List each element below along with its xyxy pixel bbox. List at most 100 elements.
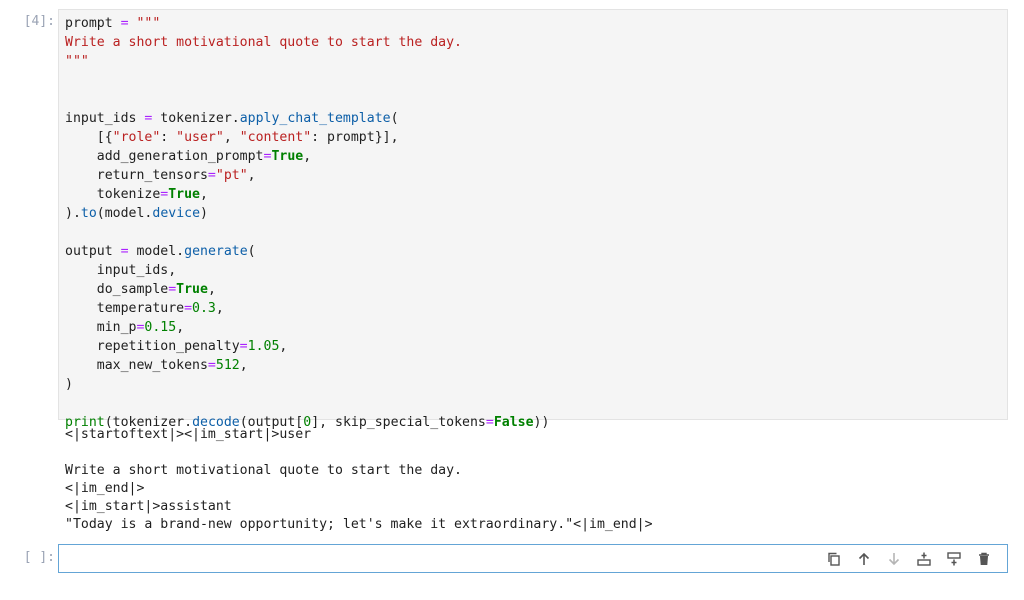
code-token: ) (200, 206, 208, 221)
code-token: [{ (65, 130, 113, 145)
code-line: min_p=0.15, (65, 318, 549, 337)
insert-below-icon (947, 552, 961, 566)
move-down-button[interactable] (879, 549, 909, 569)
code-token: print (65, 415, 105, 430)
code-token: decode (192, 415, 240, 430)
output-line (65, 444, 653, 462)
insert-below-button[interactable] (939, 549, 969, 569)
empty-code-cell[interactable]: [ ]: (0, 540, 1024, 580)
code-line: return_tensors="pt", (65, 166, 549, 185)
code-token: ) (65, 377, 73, 392)
code-token: = (160, 187, 169, 202)
code-token: device (152, 206, 201, 221)
delete-cell-button[interactable] (969, 549, 999, 569)
code-line: ).to(model.device) (65, 204, 549, 223)
code-line: ) (65, 375, 549, 394)
code-token: input_ids (65, 111, 145, 126)
code-token: 0.3 (192, 301, 216, 316)
code-token: , (239, 358, 248, 373)
output-line: Write a short motivational quote to star… (65, 463, 462, 478)
code-token: = (207, 358, 216, 373)
code-token: tokenize (65, 187, 161, 202)
code-token: = (263, 149, 272, 164)
code-token: , (223, 130, 240, 145)
code-token: max_new_tokens (65, 358, 208, 373)
code-token: , (279, 339, 288, 354)
code-token: . (176, 244, 185, 259)
code-token: (tokenizer (104, 415, 185, 430)
code-token: = (136, 320, 145, 335)
move-up-button[interactable] (849, 549, 879, 569)
code-line: print(tokenizer.decode(output[0], skip_s… (65, 413, 549, 432)
code-token: = (120, 16, 129, 31)
code-token: ( (390, 111, 399, 126)
code-token: 0 (303, 415, 312, 430)
output-line: <|im_start|>assistant (65, 499, 232, 514)
code-line (65, 394, 549, 413)
code-content[interactable]: prompt = """ Write a short motivational q… (65, 14, 549, 432)
code-line: add_generation_prompt=True, (65, 147, 549, 166)
empty-code-editor[interactable] (58, 544, 1008, 573)
code-token: generate (184, 244, 248, 259)
code-token: = (485, 415, 494, 430)
code-token: True (168, 187, 200, 202)
code-token: ). (65, 206, 81, 221)
code-token: """ (65, 54, 89, 69)
code-token: ( (247, 244, 256, 259)
code-token: do_sample (65, 282, 169, 297)
trash-icon (979, 552, 989, 565)
code-token: apply_chat_template (239, 111, 391, 126)
code-token: = (168, 282, 177, 297)
code-line: [{"role": "user", "content": prompt}], (65, 128, 549, 147)
code-token: 0.15 (144, 320, 177, 335)
code-token: (output[ (239, 415, 304, 430)
code-token: """ (136, 16, 161, 31)
code-token: . (231, 111, 240, 126)
code-line (65, 223, 549, 242)
code-line: do_sample=True, (65, 280, 549, 299)
code-token: Write a short motivational quote to star… (65, 35, 462, 50)
arrow-down-icon (888, 553, 900, 566)
code-token: output (65, 244, 121, 259)
code-line: max_new_tokens=512, (65, 356, 549, 375)
code-line (65, 71, 549, 90)
code-token: ], skip_special_tokens (311, 415, 486, 430)
code-line: repetition_penalty=1.05, (65, 337, 549, 356)
code-token: True (271, 149, 304, 164)
code-token: "role" (112, 130, 161, 145)
code-line: temperature=0.3, (65, 299, 549, 318)
code-token: False (493, 415, 534, 430)
code-line: tokenize=True, (65, 185, 549, 204)
code-line: input_ids = tokenizer.apply_chat_templat… (65, 109, 549, 128)
code-token: = (207, 168, 216, 183)
code-editor[interactable]: prompt = """ Write a short motivational q… (58, 9, 1008, 430)
executed-code-cell[interactable]: [4]: prompt = """Write a short motivatio… (0, 0, 1024, 540)
code-line: prompt = """ (65, 14, 549, 33)
code-token: min_p (65, 320, 137, 335)
code-line: input_ids, (65, 261, 549, 280)
code-token: , (247, 168, 256, 183)
code-line: output = model.generate( (65, 242, 549, 261)
code-token: repetition_penalty (65, 339, 240, 354)
code-token: = (144, 111, 153, 126)
code-token: , (215, 301, 224, 316)
code-token: "content" (239, 130, 312, 145)
output-line: <|startoftext|><|im_start|>user (65, 427, 312, 442)
code-line: """ (65, 52, 549, 71)
insert-above-button[interactable] (909, 549, 939, 569)
code-token: . (144, 206, 153, 221)
code-line: Write a short motivational quote to star… (65, 33, 549, 52)
code-token: prompt (65, 16, 121, 31)
code-line (65, 90, 549, 109)
code-token: 1.05 (247, 339, 280, 354)
cell-toolbar (819, 549, 999, 569)
code-token: True (176, 282, 208, 297)
code-token: to (80, 206, 97, 221)
code-token: return_tensors (65, 168, 208, 183)
code-token: "user" (176, 130, 224, 145)
code-token: input_ids, (65, 263, 177, 278)
empty-cell-prompt: [ ]: (23, 550, 55, 565)
duplicate-cell-button[interactable] (819, 549, 849, 569)
code-token: , (176, 320, 185, 335)
output-line: "Today is a brand-new opportunity; let's… (65, 517, 653, 532)
